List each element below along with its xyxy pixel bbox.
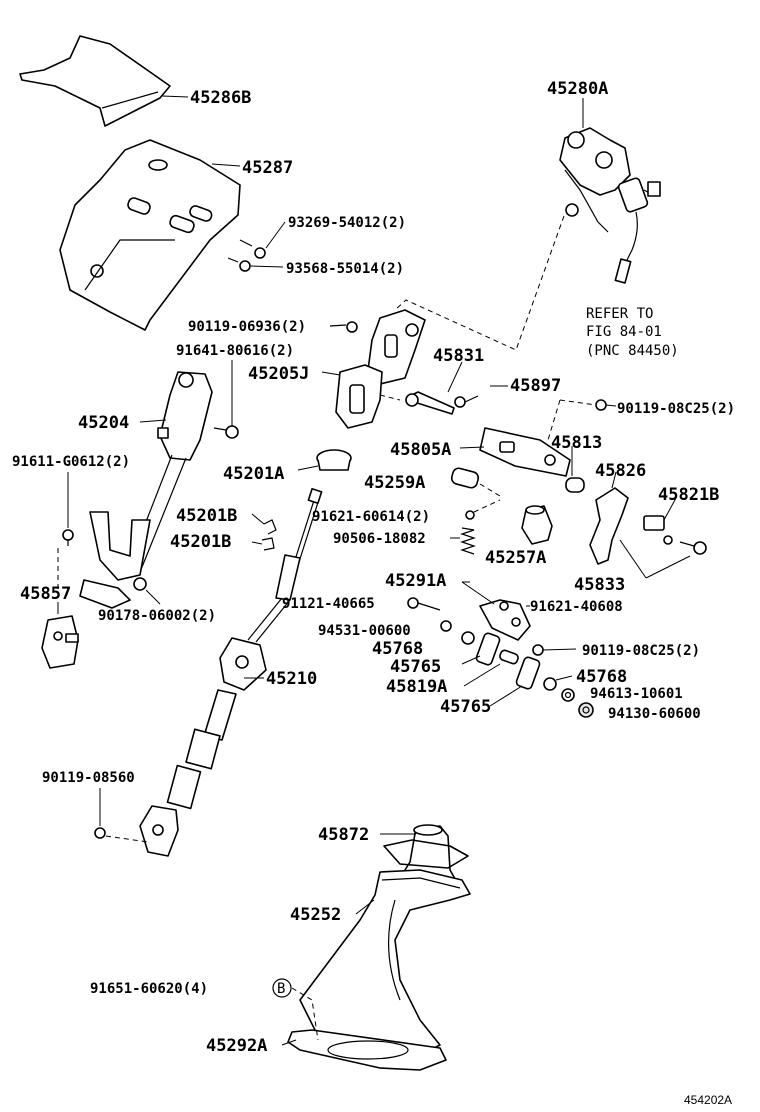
label-45813: 45813 xyxy=(551,433,602,453)
screw-90119-08C25-upper xyxy=(559,399,617,411)
bushing-45201A xyxy=(297,449,352,471)
label-90119-06936: 90119-06936(2) xyxy=(188,319,306,335)
label-93269-54012: 93269-54012(2) xyxy=(288,215,406,231)
plate-45821B xyxy=(643,497,677,531)
screw-91621-60614 xyxy=(465,499,501,520)
column-bracket-45204 xyxy=(79,371,213,609)
bolt-91641 xyxy=(213,360,239,439)
label-91651-60620: 91651-60620(4) xyxy=(90,981,208,997)
pin-45819A xyxy=(463,649,519,687)
label-45257A: 45257A xyxy=(485,548,546,568)
lever-45826 xyxy=(589,471,629,565)
label-45280A: 45280A xyxy=(547,79,608,99)
marker-b-label: B xyxy=(277,981,285,997)
key-cylinder-housing-45205J xyxy=(321,309,426,429)
bolt-45897 xyxy=(454,385,508,408)
label-45897: 45897 xyxy=(510,376,561,396)
plate-45765-b xyxy=(489,656,541,707)
label-45857: 45857 xyxy=(20,584,71,604)
tilt-lever-bracket-45805A xyxy=(459,399,571,477)
label-45201B-b: 45201B xyxy=(170,532,231,552)
label-45252: 45252 xyxy=(290,905,341,925)
label-45805A: 45805A xyxy=(390,440,451,460)
assembly-boundary-line xyxy=(394,215,565,351)
screw-90119-08C25-lower xyxy=(532,644,577,656)
label-91621-40608: 91621-40608 xyxy=(530,599,623,615)
label-45291A: 45291A xyxy=(385,571,446,591)
label-refer-to: REFER TO xyxy=(586,306,653,322)
label-94613-10601: 94613-10601 xyxy=(590,686,683,702)
label-45872: 45872 xyxy=(318,825,369,845)
steering-shaft-45210 xyxy=(139,487,323,857)
label-45831: 45831 xyxy=(433,346,484,366)
label-91611-G0612: 91611-G0612(2) xyxy=(12,454,130,470)
nut-90178 xyxy=(133,577,161,605)
spring-90506 xyxy=(450,527,476,555)
leader-91621-40608-b xyxy=(619,539,647,579)
label-94130-60600: 94130-60600 xyxy=(608,706,701,722)
screw-90119-06936 xyxy=(329,321,358,333)
clip-45201B-a xyxy=(251,513,277,535)
label-45826: 45826 xyxy=(595,461,646,481)
pin-45259A xyxy=(450,467,501,497)
screw-93269 xyxy=(239,221,286,259)
label-45833: 45833 xyxy=(574,575,625,595)
label-45819A: 45819A xyxy=(386,677,447,697)
bolt-45831 xyxy=(405,361,463,415)
label-94531-00600: 94531-00600 xyxy=(318,623,411,639)
label-45210: 45210 xyxy=(266,669,317,689)
bolt-91611 xyxy=(62,472,74,546)
pin-45813 xyxy=(565,446,585,493)
tilt-bracket-45291A xyxy=(461,581,531,641)
label-90178-06002: 90178-06002(2) xyxy=(98,608,216,624)
screw-93568 xyxy=(227,257,284,272)
label-91121-40665: 91121-40665 xyxy=(282,596,375,612)
ignition-lock-assembly-45280A xyxy=(559,98,661,284)
bolt-91121 xyxy=(407,597,441,611)
bolt-90119-08560 xyxy=(94,788,149,843)
roller-45768-a xyxy=(461,631,475,645)
label-45259A: 45259A xyxy=(364,473,425,493)
lower-column-cover-45287 xyxy=(59,139,241,331)
label-45205J: 45205J xyxy=(248,364,309,384)
figure-id: 454202A xyxy=(684,1093,732,1107)
washer-94613 xyxy=(561,688,575,702)
clip-45201B-b xyxy=(251,537,275,551)
plate-45765-a xyxy=(461,632,501,666)
knob-45257A xyxy=(521,505,553,545)
label-45204: 45204 xyxy=(78,413,129,433)
nut-94130 xyxy=(578,702,594,718)
label-45286B: 45286B xyxy=(190,88,251,108)
nut-94531 xyxy=(440,620,452,632)
column-boot-45252 xyxy=(299,869,471,1061)
marker-b-circle xyxy=(272,978,292,998)
label-45287: 45287 xyxy=(242,158,293,178)
roller-45768-b xyxy=(543,675,573,691)
label-45201A: 45201A xyxy=(223,464,284,484)
boot-plate-45292A xyxy=(281,1029,447,1071)
label-45765-a: 45765 xyxy=(390,657,441,677)
label-90119-08560: 90119-08560 xyxy=(42,770,135,786)
label-refer-pnc: (PNC 84450) xyxy=(586,343,679,359)
label-45292A: 45292A xyxy=(206,1036,267,1056)
label-45201B-a: 45201B xyxy=(176,506,237,526)
label-45821B: 45821B xyxy=(658,485,719,505)
label-45768-a: 45768 xyxy=(372,639,423,659)
label-45765-b: 45765 xyxy=(440,697,491,717)
label-93568-55014: 93568-55014(2) xyxy=(286,261,404,277)
upper-column-cover-45286B xyxy=(19,35,189,127)
label-refer-fig: FIG 84-01 xyxy=(586,324,662,340)
label-91621-60614: 91621-60614(2) xyxy=(312,509,430,525)
label-90119-08C25-lower: 90119-08C25(2) xyxy=(582,643,700,659)
label-45768-b: 45768 xyxy=(576,667,627,687)
marker-b-group: B xyxy=(272,978,319,1041)
label-91641-80616: 91641-80616(2) xyxy=(176,343,294,359)
label-90119-08C25-upper: 90119-08C25(2) xyxy=(617,401,735,417)
label-90506-18082: 90506-18082 xyxy=(333,531,426,547)
bolt-45833 xyxy=(645,535,707,579)
bracket-45857 xyxy=(41,548,79,669)
